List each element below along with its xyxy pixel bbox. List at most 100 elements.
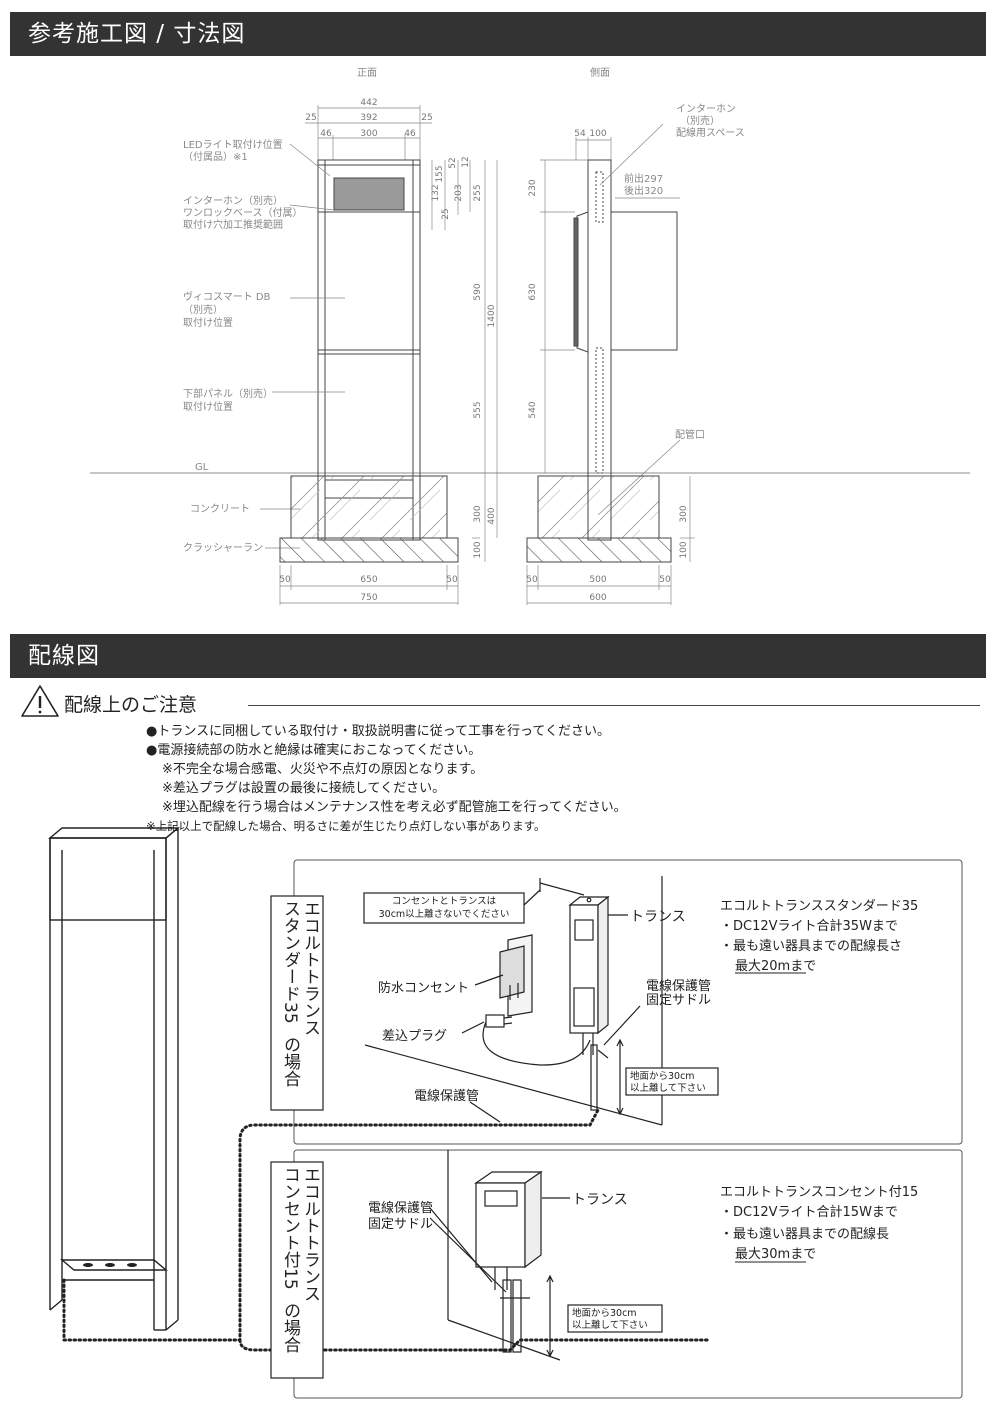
dim-100-top: 100 (589, 129, 606, 139)
dim-230: 230 (528, 179, 538, 196)
svg-text:の場合: の場合 (280, 1302, 301, 1353)
case2-label-box (270, 1161, 324, 1379)
dim-50a-front: 50 (279, 575, 291, 585)
case1-saddle-label: 電線保護管 (646, 978, 711, 994)
case1-callout: コンセントとトランスは (392, 896, 497, 907)
label-side-intercom: インターホン (676, 103, 736, 115)
svg-text:エコルトトランス: エコルトトランス (300, 1166, 320, 1302)
case1-plug-label: 差込プラグ (382, 1029, 447, 1044)
case2-spec-3: 最大30mまで (735, 1247, 816, 1262)
dim-46a: 46 (320, 129, 332, 139)
post-perspective (48, 827, 180, 1331)
notice-line: ※埋込配線を行う場合はメンテナンス性を考え必ず配管施工を行ってください。 (162, 800, 627, 815)
case1-ground-label-2: 以上離して下さい (630, 1082, 706, 1094)
case2-ground-label: 地面から30cm (572, 1307, 637, 1319)
dim-750: 750 (360, 593, 377, 603)
case1-spec-title: エコルトトランススタンダード35 (720, 899, 918, 914)
label-intercom: インターホン（別売） (183, 194, 283, 207)
notice-line: ※不完全な場合感電、火災や不点灯の原因となります。 (162, 762, 484, 777)
svg-text:スタンダード35: スタンダード35 (280, 900, 300, 1024)
label-side-intercom-3: 配線用スペース (676, 126, 745, 139)
case1-conduit-label: 電線保護管 (414, 1088, 479, 1104)
label-pipe-port: 配管口 (675, 428, 705, 441)
dim-50b-side: 50 (659, 575, 671, 585)
dim-300: 300 (360, 129, 377, 139)
concrete-block (290, 475, 448, 539)
notice-line: ※差込プラグは設置の最後に接続してください。 (162, 781, 446, 796)
label-vico-2: （別売） (183, 303, 223, 316)
wiring-route (62, 1108, 712, 1352)
warning-icon (21, 685, 59, 717)
label-panel-2: 取付け位置 (183, 400, 233, 413)
case1-label-box (270, 895, 324, 1111)
dim-400: 400 (487, 507, 497, 524)
case1-spec-2: ・最も遠い器具までの配線長さ (720, 938, 902, 954)
svg-text:コンセント付15: コンセント付15 (280, 1166, 301, 1290)
dim-155: 155 (435, 165, 445, 182)
case1-callout-2: 30cm以上離さないでください (379, 908, 510, 920)
label-back-out: 後出320 (624, 184, 663, 197)
front-view: 正面 442 25 392 25 46 300 46 (90, 68, 970, 605)
label-intercom-2: ワンロックベース（付属） (183, 206, 303, 219)
dim-500: 500 (589, 575, 606, 585)
label-vico: ヴィコスマート DB (183, 290, 271, 303)
dim-100-side: 100 (679, 541, 689, 558)
dim-540: 540 (528, 401, 538, 418)
dim-392: 392 (360, 113, 377, 123)
case1-transformer-label: トランス (630, 909, 686, 925)
case2-transformer-label: トランス (572, 1192, 628, 1208)
case1-outlet-label: 防水コンセント (378, 980, 469, 996)
section-header-dimensions: 参考施工図 / 寸法図 (10, 12, 986, 56)
crusher-run-layer (279, 537, 459, 563)
label-vico-3: 取付け位置 (183, 316, 233, 329)
dim-650: 650 (360, 575, 377, 585)
dim-255: 255 (473, 184, 483, 201)
case2-spec-title: エコルトトランスコンセント付15 (720, 1185, 918, 1200)
dim-12: 12 (461, 156, 471, 167)
dim-52: 52 (448, 157, 458, 168)
case2-vertical-text: エコルトトランス コンセント付15 の場合 (280, 1166, 320, 1353)
side-concrete-block (537, 475, 660, 539)
dim-630: 630 (528, 283, 538, 300)
dim-50b-front: 50 (446, 575, 458, 585)
label-crusher: クラッシャーラン (183, 542, 263, 554)
case2-saddle-label: 電線保護管 (368, 1200, 433, 1216)
case1-vertical-text: エコルトトランス スタンダード35 の場合 (280, 900, 320, 1087)
notice-line: ●トランスに同梱している取付け・取扱説明書に従って工事を行ってください。 (146, 724, 611, 739)
notice-list: ●トランスに同梱している取付け・取扱説明書に従って工事を行ってください。 ●電源… (146, 722, 627, 836)
section-header-wiring: 配線図 (10, 634, 986, 678)
label-intercom-3: 取付け穴加工推奨範囲 (183, 218, 283, 231)
case2-texts: 電線保護管 固定サドル トランス 地面から30cm 以上離して下さい エコルトト… (368, 1185, 918, 1331)
dim-50a-side: 50 (526, 575, 538, 585)
case1-saddle-label-2: 固定サドル (646, 993, 711, 1008)
label-side-intercom-2: （別売） (680, 114, 720, 127)
dim-300-front: 300 (473, 505, 483, 522)
notice-rule (248, 705, 980, 706)
side-crusher-run (526, 537, 672, 563)
case1-spec-1: ・DC12Vライト合計35Wまで (720, 918, 898, 934)
case2-ground-label-2: 以上離して下さい (572, 1319, 648, 1331)
case1-scene (363, 876, 719, 1126)
dim-100-front: 100 (473, 541, 483, 558)
side-view: 側面 54 100 インターホン （別売） 配線用スペース 前出297 後出32… (526, 66, 745, 605)
dim-54: 54 (574, 129, 586, 139)
case1-ground-label: 地面から30cm (630, 1070, 695, 1082)
dim-600: 600 (589, 593, 606, 603)
case2-spec-2: ・最も遠い器具までの配線長 (720, 1226, 889, 1242)
svg-text:の場合: の場合 (280, 1036, 301, 1087)
label-led-2: （付属品）※1 (183, 150, 248, 163)
label-panel: 下部パネル（別売） (183, 387, 273, 400)
front-view-title: 正面 (357, 68, 377, 79)
notice-line: ●電源接続部の防水と絶縁は確実におこなってください。 (146, 743, 482, 758)
notice-title: 配線上のご注意 (64, 694, 198, 716)
label-concrete: コンクリート (190, 503, 250, 515)
notice-line: ※上記以上で配線した場合、明るさに差が生じたり点灯しない事があります。 (146, 819, 546, 833)
dim-1400: 1400 (487, 304, 497, 327)
dim-555: 555 (473, 401, 483, 418)
label-gl: GL (195, 462, 209, 473)
svg-text:エコルトトランス: エコルトトランス (300, 900, 320, 1036)
case2-spec-1: ・DC12Vライト合計15Wまで (720, 1204, 898, 1220)
dim-46b: 46 (404, 129, 416, 139)
dim-590: 590 (473, 283, 483, 300)
